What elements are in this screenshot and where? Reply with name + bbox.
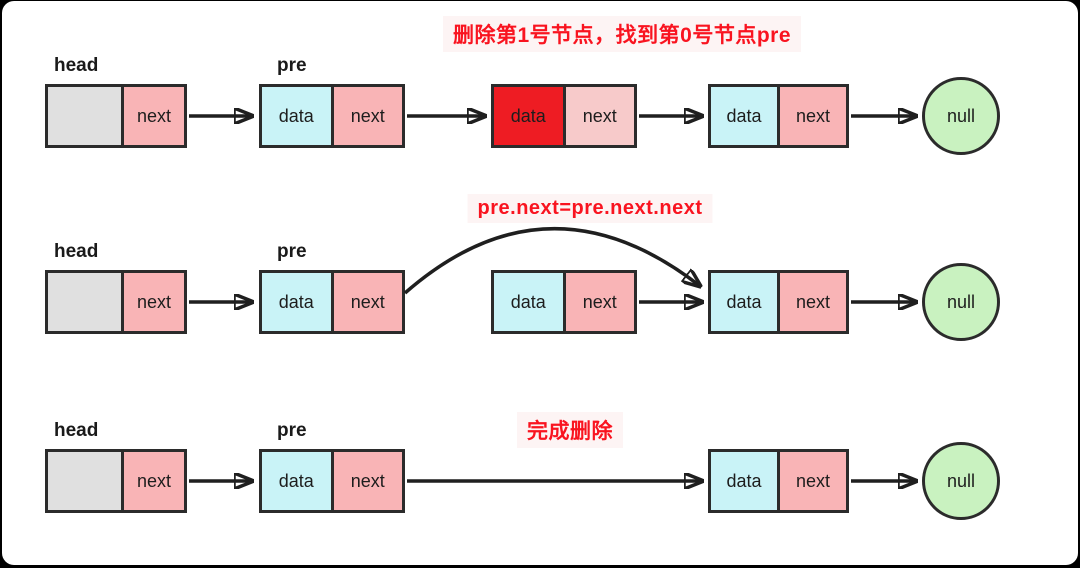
step2-head-node: next <box>45 270 187 334</box>
step1-tail-next-cell: next <box>780 87 846 145</box>
step2-tail-data-cell: data <box>711 273 777 331</box>
step1-tail-data-cell: data <box>711 87 777 145</box>
step2-head-data-cell <box>48 273 121 331</box>
step3-tail-data-cell: data <box>711 452 777 510</box>
step1-head-node: next <box>45 84 187 148</box>
step3-pre-node: data next <box>259 449 405 513</box>
step2-target-data-cell: data <box>494 273 563 331</box>
step2-tail-next-cell: next <box>780 273 846 331</box>
step1-null-circle: null <box>922 77 1000 155</box>
step2-null-circle: null <box>922 263 1000 341</box>
step1-pre-node: data next <box>259 84 405 148</box>
step3-head-label: head <box>54 420 99 441</box>
step2-pre-next-cell: next <box>333 273 402 331</box>
step2-pre-label: pre <box>277 241 307 262</box>
step2-head-next-cell: next <box>124 273 184 331</box>
step3-tail-node: data next <box>708 449 849 513</box>
step3-pre-next-cell: next <box>333 452 402 510</box>
step2-head-label: head <box>54 241 99 262</box>
step3-null-circle: null <box>922 442 1000 520</box>
step3-pre-data-cell: data <box>262 452 331 510</box>
step2-title: pre.next=pre.next.next <box>467 194 713 223</box>
step2-pre-node: data next <box>259 270 405 334</box>
step3-pre-label: pre <box>277 420 307 441</box>
step1-pre-label: pre <box>277 55 307 76</box>
step3-head-node: next <box>45 449 187 513</box>
step2-target-next-cell: next <box>565 273 634 331</box>
step1-pre-data-cell: data <box>262 87 331 145</box>
step2-pre-data-cell: data <box>262 273 331 331</box>
step2-target-node: data next <box>491 270 637 334</box>
step1-head-data-cell <box>48 87 121 145</box>
step3-title: 完成删除 <box>517 412 623 448</box>
step3-head-data-cell <box>48 452 121 510</box>
step1-target-data-cell: data <box>494 87 563 145</box>
step1-title: 删除第1号节点，找到第0号节点pre <box>442 16 802 52</box>
step1-target-node: data next <box>491 84 637 148</box>
step1-tail-node: data next <box>708 84 849 148</box>
step1-head-label: head <box>54 55 99 76</box>
step2-tail-node: data next <box>708 270 849 334</box>
step1-target-next-cell: next <box>565 87 634 145</box>
step1-head-next-cell: next <box>124 87 184 145</box>
step3-tail-next-cell: next <box>780 452 846 510</box>
step1-pre-next-cell: next <box>333 87 402 145</box>
step3-head-next-cell: next <box>124 452 184 510</box>
